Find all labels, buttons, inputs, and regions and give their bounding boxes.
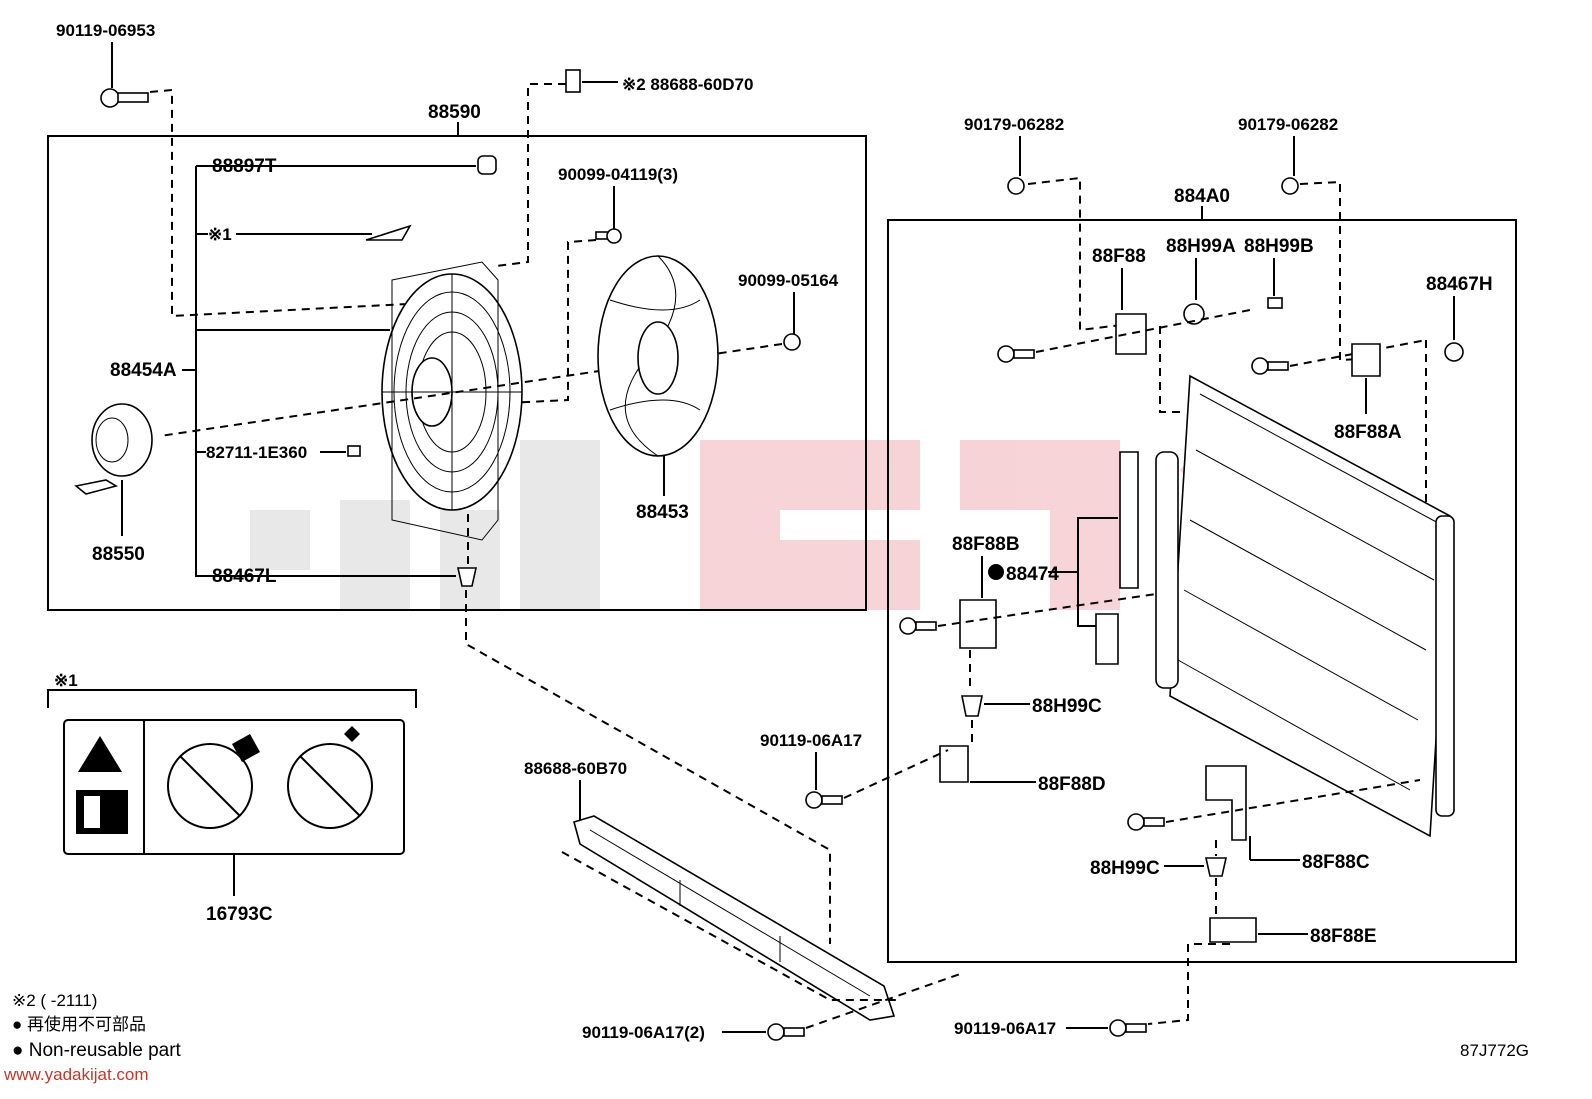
- label-90179-06282-right: 90179-06282: [1238, 115, 1338, 134]
- label-88F88B: 88F88B: [952, 534, 1020, 555]
- label-88H99A: 88H99A: [1166, 236, 1236, 257]
- label-16793C: 16793C: [206, 904, 273, 925]
- nut-icon: [1007, 177, 1025, 195]
- label-82711-1E360: 82711-1E360: [206, 443, 307, 462]
- label-88467L: 88467L: [212, 566, 277, 587]
- bolt-icon: [767, 1023, 805, 1041]
- caution-label-icon: [365, 224, 412, 241]
- label-884A0: 884A0: [1174, 186, 1230, 207]
- grommet-icon: [477, 155, 497, 175]
- nut-icon: [1281, 177, 1299, 195]
- grommet-icon: [1267, 297, 1283, 309]
- bracket-88F88E: [1209, 917, 1257, 943]
- nut-icon: [783, 333, 801, 351]
- support-bracket: [573, 815, 896, 1021]
- footnote-x2: ※2 ( -2111): [12, 991, 97, 1010]
- label-88H99B: 88H99B: [1244, 236, 1314, 257]
- label-90119-06953: 90119-06953: [56, 21, 155, 40]
- fan-blade: [597, 255, 719, 457]
- cushion-icon: [1444, 342, 1464, 362]
- caution-label-panel: [63, 719, 405, 855]
- screw-icon: [595, 228, 622, 244]
- label-88F88: 88F88: [1092, 246, 1146, 267]
- diagram-code: 87J772G: [1460, 1041, 1529, 1060]
- bolt-icon: [805, 791, 843, 809]
- bracket-88F88: [1115, 313, 1147, 355]
- bracket-88F88C: [1205, 765, 1247, 841]
- label-88453: 88453: [636, 502, 689, 523]
- label-x1-box: ※1: [54, 671, 78, 690]
- label-90179-06282-left: 90179-06282: [964, 115, 1064, 134]
- grommet-icon: [961, 695, 983, 717]
- bracket-88F88D: [939, 745, 969, 783]
- cushion-icon: [457, 567, 477, 587]
- label-88590: 88590: [428, 102, 481, 123]
- bracket-88F88B: [959, 599, 997, 649]
- clip-icon: [565, 69, 581, 93]
- bolt-icon: [1109, 1019, 1147, 1037]
- website-watermark: www.yadakijat.com: [3, 1065, 149, 1084]
- grommet-icon: [1205, 857, 1227, 877]
- label-90119-06A17-2: 90119-06A17(2): [582, 1023, 705, 1042]
- bolt-icon: [1127, 813, 1165, 831]
- label-88550: 88550: [92, 544, 145, 565]
- bracket-88F88A: [1351, 343, 1381, 377]
- label-88474: 88474: [1006, 564, 1059, 585]
- non-reusable-dot: [988, 564, 1004, 580]
- bolt-icon: [899, 617, 937, 635]
- label-88467H: 88467H: [1426, 274, 1493, 295]
- receiver-dryer: [1095, 451, 1139, 665]
- label-88F88D: 88F88D: [1038, 774, 1106, 795]
- label-88F88A: 88F88A: [1334, 422, 1402, 443]
- label-88H99C-bottom: 88H99C: [1090, 858, 1160, 879]
- label-90099-04119: 90099-04119(3): [558, 165, 678, 184]
- label-88H99C-top: 88H99C: [1032, 696, 1102, 717]
- condenser-core: [1155, 374, 1455, 838]
- bolt-icon: [997, 345, 1035, 363]
- fan-shroud: [381, 261, 523, 541]
- label-90119-06A17-mid: 90119-06A17: [760, 731, 862, 750]
- label-88897T: 88897T: [212, 156, 277, 177]
- label-88F88C: 88F88C: [1302, 852, 1370, 873]
- label-90099-05164: 90099-05164: [738, 271, 839, 290]
- label-88688-60D70: ※2 88688-60D70: [622, 75, 753, 94]
- wire-clamp-icon: [347, 445, 361, 457]
- bolt-icon: [100, 88, 149, 108]
- label-88F88E: 88F88E: [1310, 926, 1377, 947]
- fan-motor: [74, 403, 153, 495]
- label-88688-60B70: 88688-60B70: [524, 759, 627, 778]
- footnote-non-reusable-jp: ● 再使用不可部品: [12, 1014, 146, 1034]
- label-x1-inner: ※1: [208, 225, 232, 244]
- label-90119-06A17-bottom: 90119-06A17: [954, 1019, 1056, 1038]
- grommet-icon: [1183, 303, 1205, 325]
- bolt-icon: [1251, 357, 1289, 375]
- label-88454A: 88454A: [110, 360, 177, 381]
- footnote-non-reusable-en: ● Non-reusable part: [12, 1040, 182, 1061]
